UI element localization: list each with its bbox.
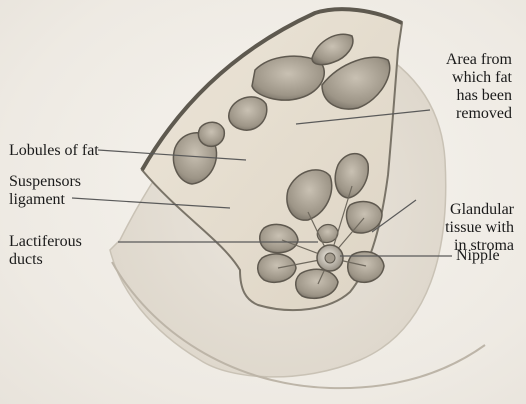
label-lactiferous-ducts: Lactiferous ducts — [9, 233, 82, 269]
label-area-fat-removed: Area from which fat has been removed — [446, 51, 512, 123]
label-suspensory-ligament: Suspensors ligament — [9, 173, 81, 209]
label-lobules-of-fat: Lobules of fat — [9, 142, 99, 160]
fat-cavity — [198, 122, 224, 146]
label-nipple: Nipple — [456, 247, 500, 265]
